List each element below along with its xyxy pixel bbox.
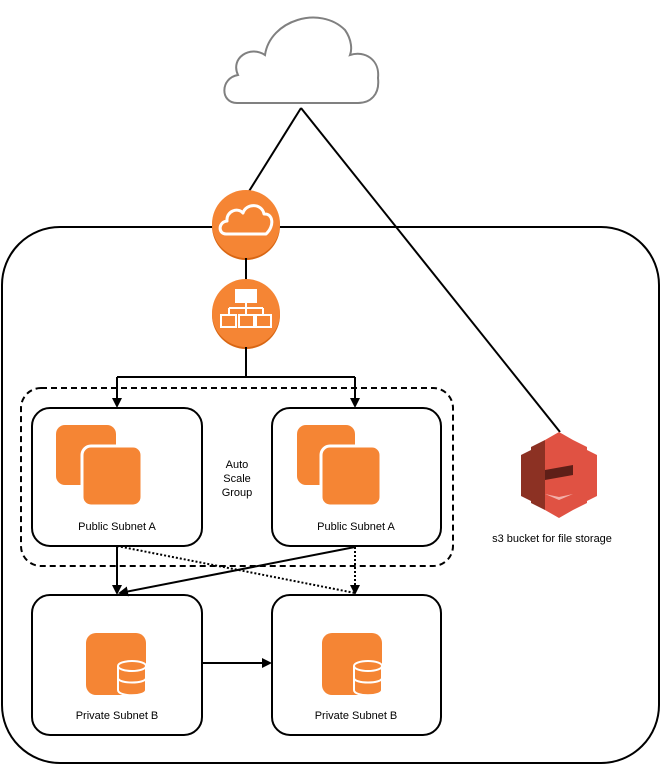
rds-database-icon — [322, 633, 383, 697]
public-left-to-private-right-dotted-line — [116, 545, 356, 594]
ec2-instances-icon — [56, 425, 144, 508]
lb-to-public-subnets-line — [117, 347, 247, 378]
s3-bucket-label: s3 bucket for file storage — [492, 533, 612, 545]
cloud-to-s3-line — [300, 107, 561, 433]
auto-scale-group-box — [20, 387, 454, 567]
auto-scale-group-label: Auto — [226, 459, 249, 471]
cloud-to-gateway-line — [245, 107, 302, 197]
public-subnet-left-label: Public Subnet A — [78, 521, 156, 533]
load-balancer-icon — [212, 279, 280, 349]
vpc-container — [1, 226, 660, 764]
internet-gateway-icon — [212, 190, 280, 260]
public-subnet-right-label: Public Subnet A — [317, 521, 395, 533]
auto-scale-group-label: Group — [222, 487, 253, 499]
s3-bucket-icon — [521, 432, 597, 518]
private-subnet-right-label: Private Subnet B — [315, 710, 398, 722]
internet-cloud-icon — [223, 16, 380, 104]
ec2-instances-icon — [297, 425, 383, 508]
public-right-to-private-left-arrow — [118, 546, 356, 597]
private-subnet-left-label: Private Subnet B — [76, 710, 159, 722]
rds-database-icon — [86, 633, 147, 697]
auto-scale-group-label: Scale — [223, 473, 251, 485]
